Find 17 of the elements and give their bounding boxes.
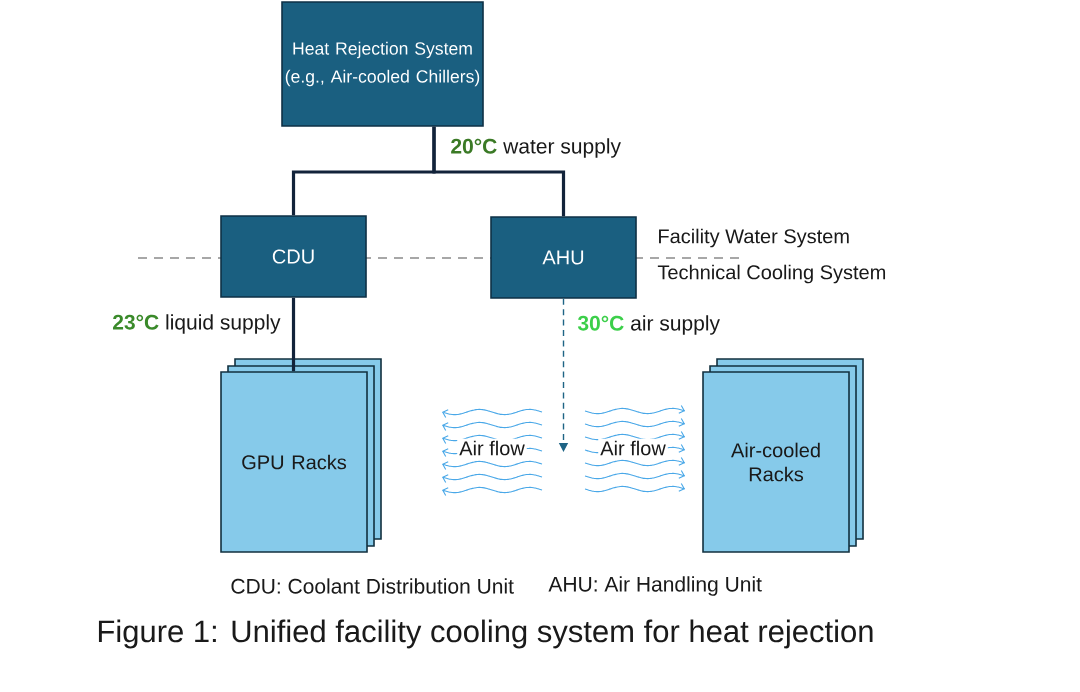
flow-label: Air flow [457, 438, 527, 458]
system-box: Heat Rejection System (e.g., Air-cooled Chillers) [281, 1, 484, 127]
edge-label: 30°C air supply [575, 313, 723, 337]
unit-box: AHU [490, 216, 637, 299]
flow-label: Air flow [598, 438, 668, 458]
rack-stack: GPU Racks [220, 358, 382, 553]
edge-label: 20°C water supply [448, 136, 624, 160]
unit-box: CDU [220, 215, 367, 298]
connector-line [432, 126, 566, 217]
abbreviation-note: CDU: Coolant Distribution Unit [231, 578, 514, 594]
abbreviation-note: AHU: Air Handling Unit [548, 576, 762, 596]
caption: Figure 1: Unified facility cooling system for heat rejection [98, 619, 873, 649]
connector-line [291, 297, 296, 372]
rack-stack: Air-cooled Racks [702, 358, 864, 553]
zone-label: Facility Water System [659, 228, 849, 248]
zone-label: Technical Cooling System [657, 264, 886, 284]
edge-label: 23°C liquid supply [110, 312, 283, 336]
